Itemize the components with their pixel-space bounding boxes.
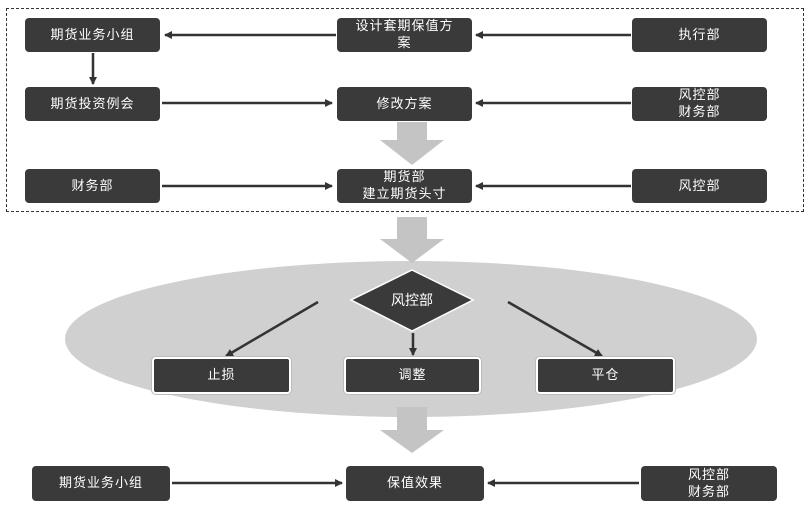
arrow-decision-to-stop-loss: [225, 300, 319, 358]
node-design-hedging-plan: 设计套期保值方 案: [337, 18, 472, 52]
node-finance-dept: 财务部: [25, 169, 160, 203]
option-adjust: 调整: [344, 357, 481, 394]
planning-stage-container: [6, 8, 804, 212]
flow-arrow-risk-to-result: [380, 407, 444, 453]
node-futures-business-group: 期货业务小组: [25, 18, 160, 52]
node-futures-investment-meeting: 期货投资例会: [25, 87, 160, 121]
option-close-position: 平仓: [536, 357, 675, 394]
node-execution-dept: 执行部: [632, 18, 767, 52]
node-result-futures-group: 期货业务小组: [32, 466, 170, 501]
node-revise-plan: 修改方案: [337, 87, 472, 121]
decision-risk-control-label: 风控部: [391, 293, 433, 309]
flow-arrow-revise-to-position: [380, 122, 444, 165]
flow-arrow-planning-to-risk: [380, 217, 444, 263]
node-hedging-effect: 保值效果: [346, 466, 484, 501]
option-stop-loss: 止损: [152, 357, 291, 394]
node-build-futures-position: 期货部 建立期货头寸: [337, 169, 472, 203]
arrow-decision-to-close: [507, 300, 603, 358]
node-risk-control-dept: 风控部: [632, 169, 767, 203]
node-result-risk-finance: 风控部 财务部: [641, 466, 777, 501]
node-risk-finance-dept: 风控部 财务部: [632, 87, 767, 121]
risk-control-diamond: [349, 269, 475, 332]
